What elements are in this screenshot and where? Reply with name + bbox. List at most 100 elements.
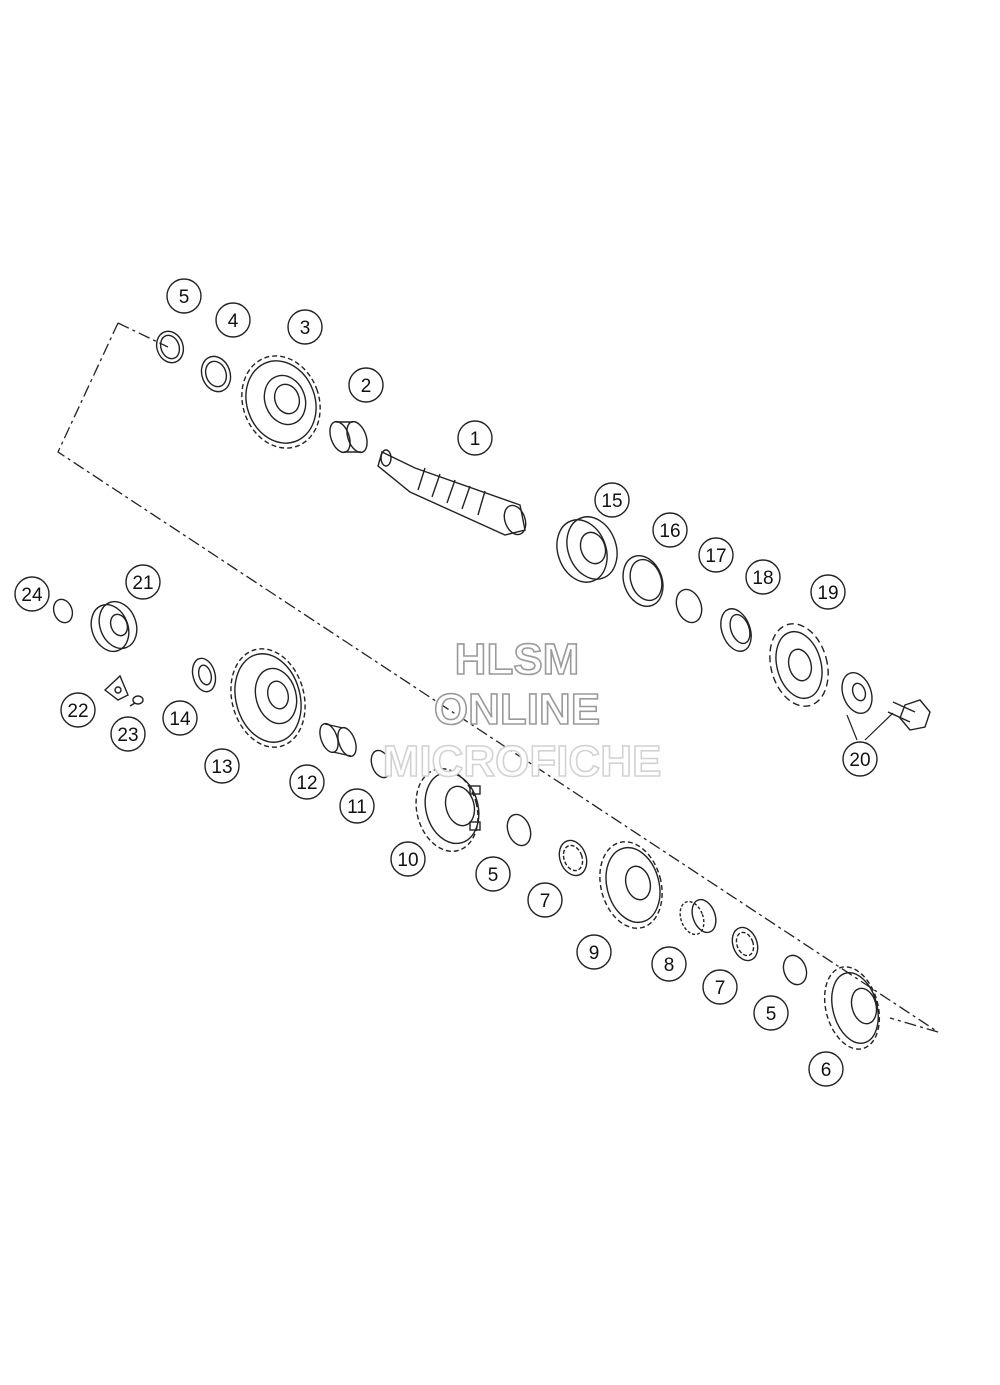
callout-13: 13 xyxy=(204,748,240,784)
callout-label: 20 xyxy=(849,750,870,771)
callout-circle xyxy=(842,741,878,777)
callout-14: 14 xyxy=(162,700,198,736)
part-splined-washer-7-lower xyxy=(731,926,759,962)
callout-label: 22 xyxy=(67,701,88,722)
part-clip-24 xyxy=(52,598,74,624)
callout-6: 6 xyxy=(808,1051,844,1087)
part-circlip-5-middle xyxy=(506,813,532,847)
callout-circle xyxy=(348,367,384,403)
callout-circle xyxy=(702,969,738,1005)
callout-label: 13 xyxy=(211,757,232,778)
part-needle-bearing-8 xyxy=(679,898,717,936)
callout-7: 7 xyxy=(527,882,563,918)
callout-15: 15 xyxy=(594,482,630,518)
part-gear-9 xyxy=(599,841,663,929)
callout-circle xyxy=(14,576,50,612)
part-gear-6 xyxy=(823,966,881,1050)
callout-label: 17 xyxy=(705,546,726,567)
callout-circle xyxy=(60,692,96,728)
callout-circle xyxy=(204,748,240,784)
part-circlip-5-lower xyxy=(782,954,808,986)
callout-circle xyxy=(390,841,426,877)
callout-circle xyxy=(576,934,612,970)
part-washer-4 xyxy=(200,355,232,393)
callout-label: 6 xyxy=(821,1060,832,1081)
callout-circle xyxy=(698,537,734,573)
part-washer-bolt-20 xyxy=(841,671,931,731)
callout-20: 20 xyxy=(842,741,878,777)
callout-circle xyxy=(457,420,493,456)
assembly-boundary-line xyxy=(57,322,939,1033)
callout-4: 4 xyxy=(215,302,251,338)
part-bearing-21 xyxy=(90,600,138,653)
callout-label: 7 xyxy=(540,891,551,912)
leader-line-20b xyxy=(864,712,894,741)
part-shaft-1 xyxy=(377,449,527,536)
part-circlip-5-top xyxy=(155,330,185,364)
callout-label: 12 xyxy=(296,773,317,794)
callout-16: 16 xyxy=(652,512,688,548)
callout-18: 18 xyxy=(745,559,781,595)
callout-8: 8 xyxy=(651,946,687,982)
assembly-boundary-line-top xyxy=(117,322,169,348)
callout-circle xyxy=(810,574,846,610)
part-bushing-12 xyxy=(319,722,357,758)
part-lever-22 xyxy=(103,674,129,701)
callout-circle xyxy=(215,302,251,338)
callout-21: 21 xyxy=(125,564,161,600)
callout-circle xyxy=(162,700,198,736)
callout-circle xyxy=(289,764,325,800)
part-gear-10 xyxy=(415,767,481,853)
callout-label: 8 xyxy=(664,955,675,976)
part-gear-3 xyxy=(241,355,321,449)
callout-circle xyxy=(651,946,687,982)
callout-5: 5 xyxy=(166,278,202,314)
part-washer-11 xyxy=(370,749,392,779)
callout-circle xyxy=(527,882,563,918)
callout-circle xyxy=(753,995,789,1031)
watermark-line2: ONLINE xyxy=(434,685,600,734)
callout-label: 1 xyxy=(470,429,481,450)
callout-label: 19 xyxy=(817,583,838,604)
callout-label: 4 xyxy=(228,311,239,332)
callout-label: 10 xyxy=(397,850,418,871)
callout-label: 2 xyxy=(361,376,372,397)
callout-19: 19 xyxy=(810,574,846,610)
callout-10: 10 xyxy=(390,841,426,877)
callout-label: 11 xyxy=(347,797,367,818)
callout-label: 5 xyxy=(488,865,499,886)
part-screw-23 xyxy=(129,695,144,707)
callout-label: 5 xyxy=(766,1004,777,1025)
callout-7: 7 xyxy=(702,969,738,1005)
callout-label: 23 xyxy=(117,725,138,746)
part-bearing-15 xyxy=(556,516,618,583)
part-splined-washer-7-middle xyxy=(558,839,588,877)
part-spacer-18 xyxy=(720,608,752,652)
callout-circle xyxy=(110,716,146,752)
part-bushing-2 xyxy=(329,420,368,454)
part-oring-17 xyxy=(675,588,703,624)
callout-circle xyxy=(475,856,511,892)
callout-circle xyxy=(745,559,781,595)
callout-circle xyxy=(287,309,323,345)
callout-17: 17 xyxy=(698,537,734,573)
callout-label: 14 xyxy=(169,709,191,730)
leader-line-20a xyxy=(846,714,858,741)
callout-label: 7 xyxy=(715,978,726,999)
callout-9: 9 xyxy=(576,934,612,970)
callout-label: 16 xyxy=(659,521,680,542)
callout-22: 22 xyxy=(60,692,96,728)
callout-circle xyxy=(652,512,688,548)
callout-label: 18 xyxy=(752,568,773,589)
callout-5: 5 xyxy=(475,856,511,892)
callout-label: 24 xyxy=(21,585,43,606)
callout-circle xyxy=(594,482,630,518)
callout-2: 2 xyxy=(348,367,384,403)
callout-circle xyxy=(166,278,202,314)
callout-12: 12 xyxy=(289,764,325,800)
callout-24: 24 xyxy=(14,576,50,612)
callout-label: 15 xyxy=(601,491,622,512)
callout-label: 21 xyxy=(132,573,153,594)
callout-label: 9 xyxy=(589,943,600,964)
